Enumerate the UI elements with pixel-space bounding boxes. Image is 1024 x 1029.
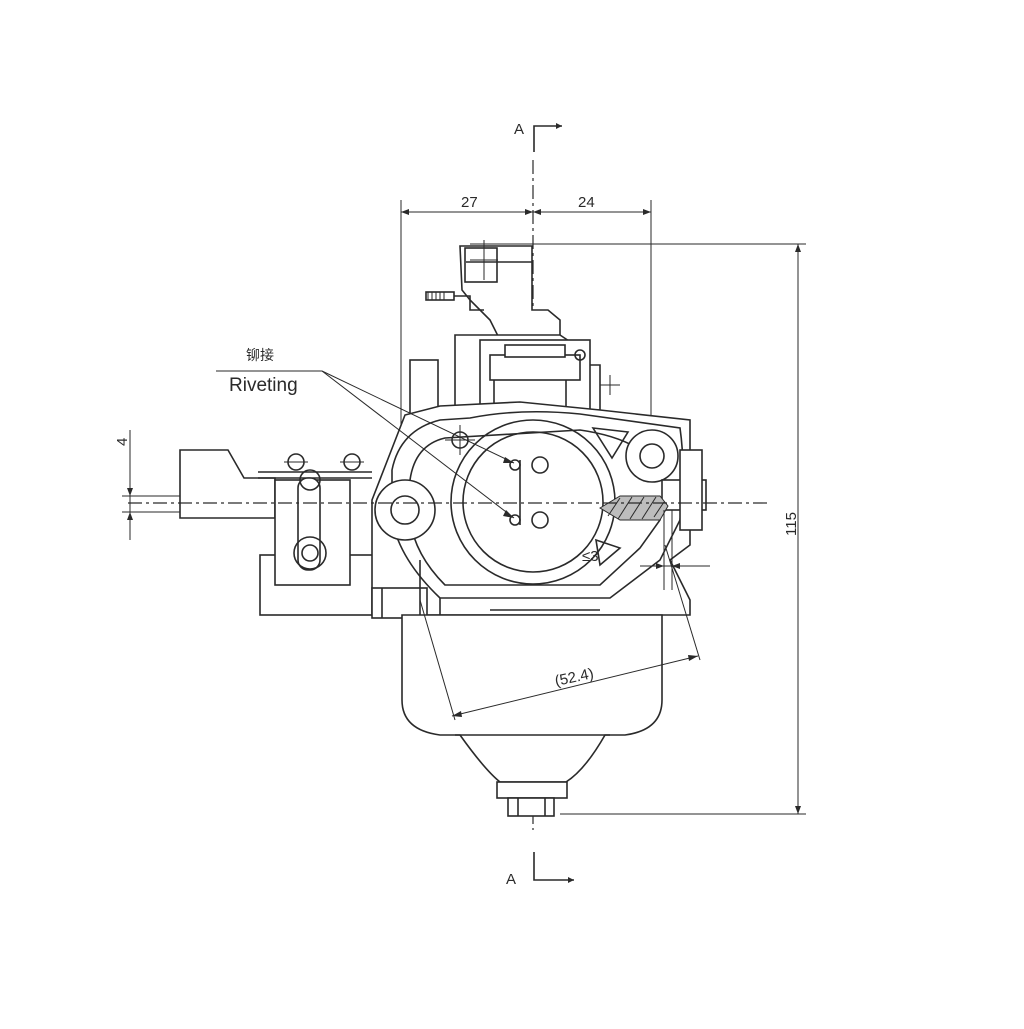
- float-bowl: [401, 614, 663, 817]
- dimension-gap: ≤3: [582, 548, 599, 565]
- dimension-4: 4: [114, 438, 131, 446]
- section-marker-top: A: [514, 121, 562, 152]
- dimension-24: 24: [578, 194, 595, 211]
- dimension-27: 27: [461, 194, 478, 211]
- dimension-115: 115: [783, 512, 800, 536]
- choke-linkage: [425, 240, 561, 341]
- main-flange: [371, 401, 707, 619]
- section-label-top: A: [514, 121, 524, 138]
- width-dimensions: 27 24: [400, 194, 652, 600]
- height-dimension: 115: [470, 243, 806, 815]
- throttle-lever: [179, 449, 376, 616]
- section-marker-bottom: A: [506, 852, 574, 888]
- callout-chinese: 铆接: [246, 347, 274, 363]
- section-label-bottom: A: [506, 871, 516, 888]
- gap-dimension: ≤3: [582, 510, 710, 590]
- riveting-callout: 铆接 Riveting: [216, 347, 515, 519]
- callout-english: Riveting: [229, 375, 298, 396]
